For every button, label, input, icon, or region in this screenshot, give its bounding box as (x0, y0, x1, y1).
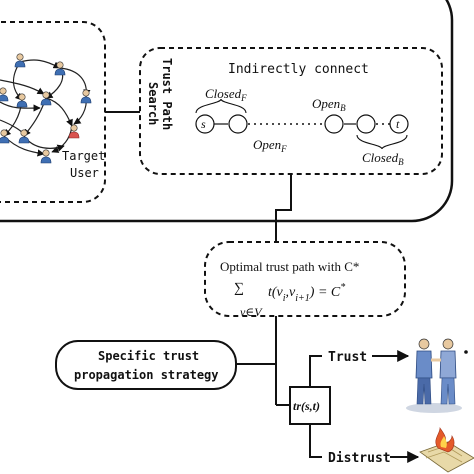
open-f-label: OpenF (253, 137, 287, 154)
closed-b-label: ClosedB (362, 150, 404, 167)
user-icon (40, 149, 52, 164)
optimal-path-panel (204, 241, 406, 317)
source-node (195, 114, 215, 134)
branch-distrust (309, 424, 322, 458)
distrust-icon (419, 427, 474, 473)
path-node (324, 114, 344, 134)
svg-text:Trust Path: Trust Path (160, 58, 174, 130)
user-icon (80, 89, 92, 104)
optimal-path-title: Optimal trust path with C* (220, 259, 359, 274)
sum-symbol: ∑ (234, 281, 244, 296)
tr-label: tr(s,t) (293, 399, 320, 413)
trust-label: Trust (328, 350, 367, 365)
source-node-label: s (201, 117, 206, 131)
user-icon (0, 87, 9, 102)
target-node (389, 114, 409, 134)
target-node-label: t (396, 117, 400, 131)
marker-dot (464, 350, 468, 354)
path-node (228, 114, 248, 134)
path-node-row: s t (195, 114, 409, 134)
closed-f-brace (195, 98, 247, 114)
network-users (0, 53, 92, 164)
distrust-label: Distrust (328, 451, 391, 466)
network-edges (0, 59, 91, 157)
open-b-label: OpenB (312, 96, 346, 113)
closed-b-brace (356, 134, 408, 150)
tr-box (289, 386, 331, 425)
user-icon (14, 53, 26, 68)
indirect-connect-header: Indirectly connect (228, 62, 369, 77)
path-node (356, 114, 376, 134)
svg-text:Search: Search (146, 82, 160, 125)
target-user-label-2: User (70, 166, 99, 180)
trust-formula: t(vi,vi+1) = C* (268, 282, 345, 304)
connector-trustpath-optimal (275, 174, 292, 242)
strategy-line1: Specific trust (98, 349, 199, 363)
strategy-line2: propagation strategy (74, 368, 219, 382)
top-container (0, 0, 454, 223)
trust-path-search-label: Trust Path Search (146, 58, 174, 130)
closed-f-label: ClosedF (205, 86, 247, 103)
strategy-box (55, 340, 237, 390)
target-user-label: Target (62, 149, 105, 163)
handshake-icon (406, 338, 462, 413)
target-user-icon (68, 124, 80, 139)
branch-trust (309, 355, 322, 387)
sum-subscript: v∈V (240, 305, 263, 319)
